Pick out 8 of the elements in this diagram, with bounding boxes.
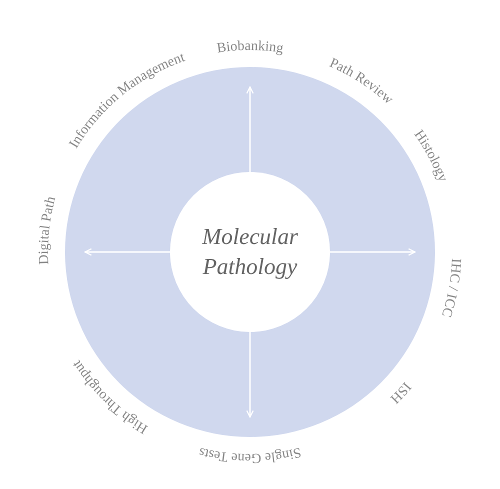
arrow <box>84 248 170 256</box>
arrow <box>246 86 254 172</box>
center-title: Molecular Pathology <box>200 223 299 281</box>
arrow <box>246 332 254 418</box>
ring-label: Single Gene Tests <box>198 444 302 466</box>
ring-label: Biobanking <box>216 38 284 57</box>
ring-label: ISH <box>386 378 414 406</box>
arrow <box>330 248 416 256</box>
